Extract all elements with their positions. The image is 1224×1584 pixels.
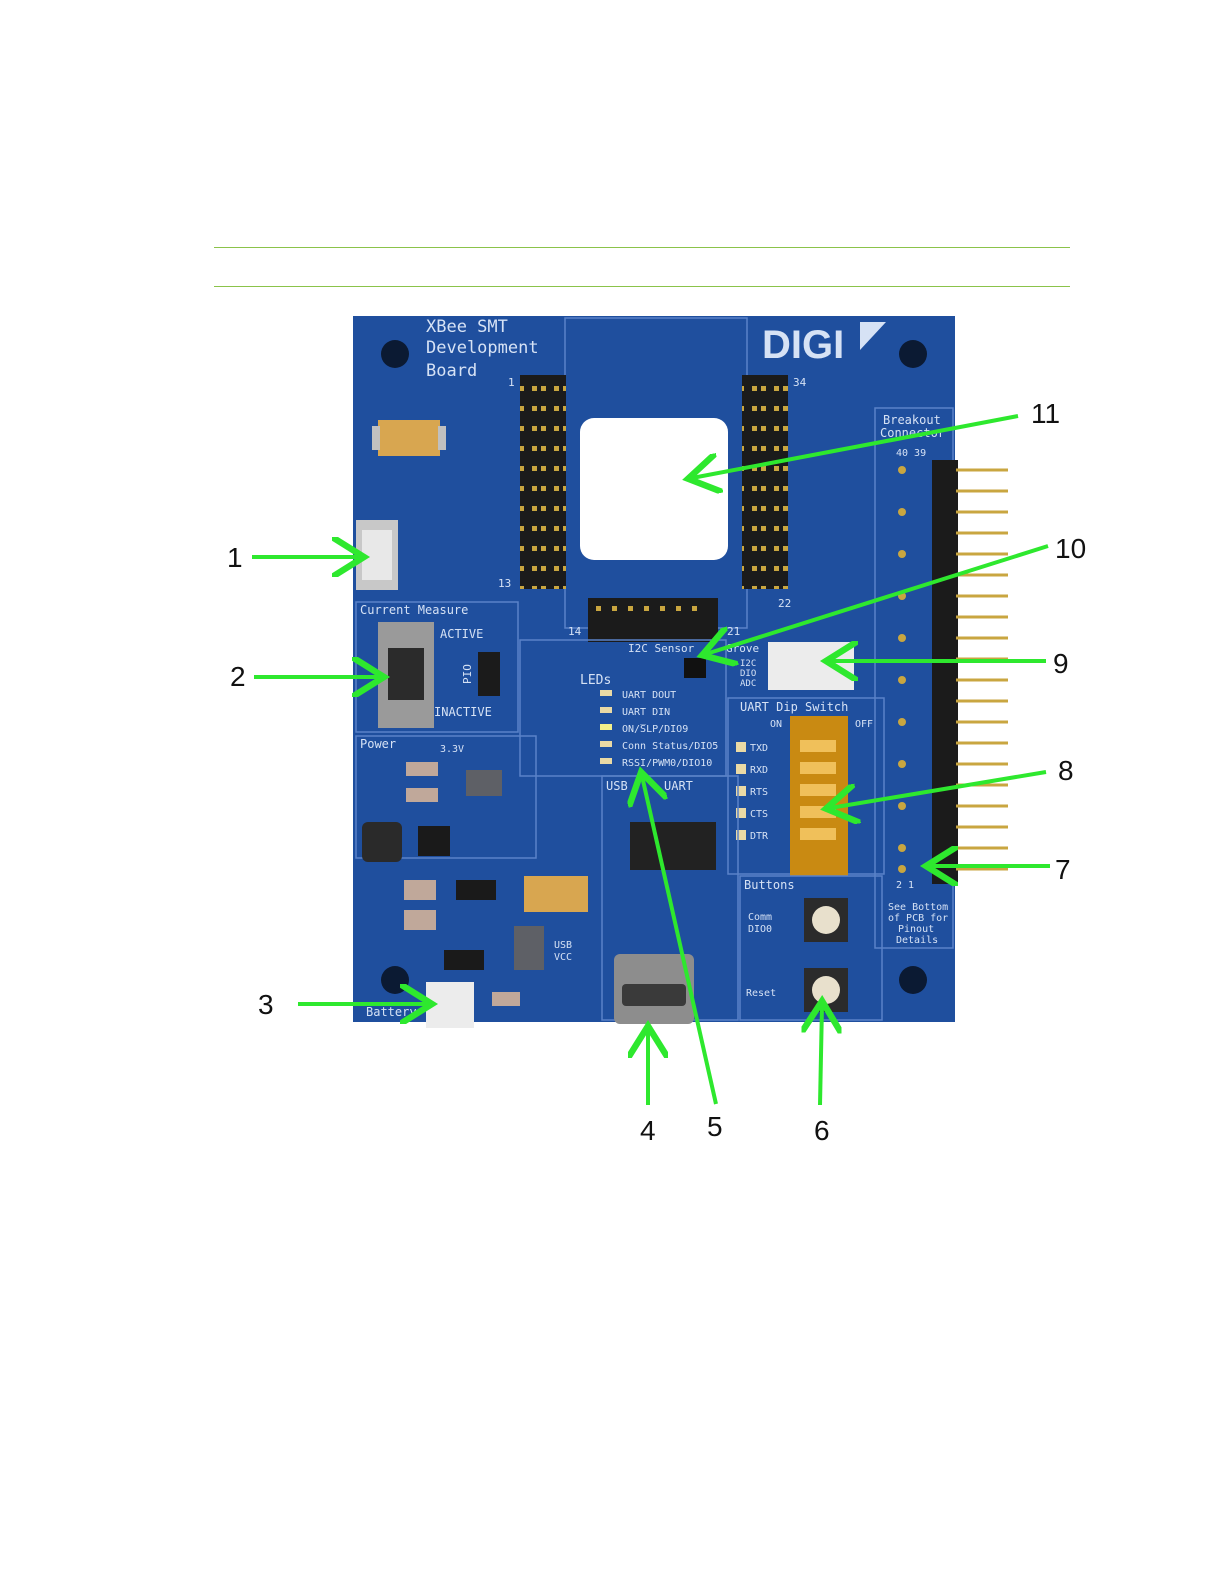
dip-cts: CTS bbox=[750, 809, 768, 820]
pio-label: PIO bbox=[461, 664, 474, 684]
inactive-label: INACTIVE bbox=[434, 705, 492, 719]
callout-8: 8 bbox=[1058, 755, 1074, 786]
uart-dip-label: UART Dip Switch bbox=[740, 700, 848, 714]
arrow-6 bbox=[820, 1005, 822, 1106]
left-header bbox=[520, 375, 566, 589]
see-bottom-2: of PCB for bbox=[888, 913, 948, 924]
grove-connector bbox=[768, 642, 854, 690]
i2c-sensor-chip bbox=[684, 658, 706, 678]
callout-7: 7 bbox=[1055, 854, 1071, 885]
pin-22-label: 22 bbox=[778, 597, 791, 610]
pio-jumper bbox=[478, 652, 500, 696]
led-uart-dout: UART DOUT bbox=[622, 690, 676, 701]
mount-hole bbox=[899, 966, 927, 994]
battery-connector bbox=[426, 982, 474, 1028]
power-label: Power bbox=[360, 737, 396, 751]
comm-label-2: DIO0 bbox=[748, 924, 772, 935]
usb-label: USB bbox=[606, 779, 628, 793]
buttons-label: Buttons bbox=[744, 878, 795, 892]
usb-vcc-2: VCC bbox=[554, 952, 572, 963]
dip-rxd: RXD bbox=[750, 765, 768, 776]
dip-off-label: OFF bbox=[855, 719, 873, 730]
pin-13-label: 13 bbox=[498, 577, 511, 590]
digi-logo-mark bbox=[860, 322, 886, 350]
pin-21-label: 21 bbox=[727, 625, 740, 638]
mount-hole bbox=[899, 340, 927, 368]
grove-dio: DIO bbox=[740, 669, 756, 679]
v33-label: 3.3V bbox=[440, 744, 464, 755]
active-label: ACTIVE bbox=[440, 627, 483, 641]
pin-34-label: 34 bbox=[793, 376, 807, 389]
led-rssi: RSSI/PWM0/DIO10 bbox=[622, 758, 712, 769]
callout-1: 1 bbox=[227, 542, 243, 573]
dip-on-label: ON bbox=[770, 719, 782, 730]
top-rule bbox=[214, 247, 1070, 248]
see-bottom-3: Pinout bbox=[898, 924, 934, 935]
bottom-header bbox=[588, 598, 718, 642]
breakout-pins-bottom: 2 1 bbox=[896, 880, 914, 891]
dip-rts: RTS bbox=[750, 787, 768, 798]
callout-11: 11 bbox=[1031, 398, 1061, 429]
see-bottom-4: Details bbox=[896, 935, 938, 946]
dip-txd: TXD bbox=[750, 743, 768, 754]
pin-1-label: 1 bbox=[508, 376, 515, 389]
led-list bbox=[600, 690, 612, 764]
callout-4: 4 bbox=[640, 1115, 656, 1146]
callout-2: 2 bbox=[230, 661, 246, 692]
grove-i2c: I2C bbox=[740, 659, 756, 669]
callout-9: 9 bbox=[1053, 648, 1069, 679]
battery-label: Battery bbox=[366, 1005, 417, 1019]
dip-dtr: DTR bbox=[750, 831, 769, 842]
reset-label: Reset bbox=[746, 988, 776, 999]
arrow-8 bbox=[830, 770, 1047, 808]
board-title-3: Board bbox=[426, 361, 477, 381]
arrow-10 bbox=[706, 544, 1049, 654]
board-title-1: XBee SMT bbox=[426, 317, 508, 337]
i2c-sensor-label: I2C Sensor bbox=[628, 642, 695, 655]
breakout-label-2: Connector bbox=[880, 426, 945, 440]
callout-5: 5 bbox=[707, 1111, 723, 1142]
board-title-2: Development bbox=[426, 338, 539, 358]
usb-uart-chip bbox=[630, 822, 716, 870]
callout-3: 3 bbox=[258, 989, 274, 1020]
mount-hole bbox=[381, 340, 409, 368]
bottom-rule bbox=[214, 286, 1070, 287]
breakout-label-1: Breakout bbox=[883, 413, 941, 427]
current-measure-label: Current Measure bbox=[360, 603, 468, 617]
uart-label: UART bbox=[664, 779, 693, 793]
xbee-socket-window bbox=[580, 418, 728, 560]
leds-label: LEDs bbox=[580, 673, 611, 688]
led-on-sleep: ON/̅SLP/DIO9 bbox=[622, 724, 688, 735]
breakout-pins-top: 40 39 bbox=[896, 448, 926, 459]
mount-hole bbox=[381, 966, 409, 994]
usb-vcc-1: USB bbox=[554, 940, 572, 951]
pin-14-label: 14 bbox=[568, 625, 582, 638]
arrow-11 bbox=[692, 414, 1019, 478]
breakout-header bbox=[932, 460, 958, 884]
right-header bbox=[742, 375, 788, 589]
led-uart-din: UART DIN bbox=[622, 707, 670, 718]
see-bottom-1: See Bottom bbox=[888, 902, 948, 913]
arrow-5 bbox=[642, 776, 718, 1105]
callout-6: 6 bbox=[814, 1115, 830, 1146]
callout-arrows bbox=[252, 414, 1050, 1106]
breakout-pins bbox=[956, 468, 1008, 871]
callout-10: 10 bbox=[1055, 533, 1087, 564]
grove-adc: ADC bbox=[740, 679, 756, 689]
digi-logo: DIGI bbox=[762, 323, 844, 367]
led-conn-status: Conn Status/DIO5 bbox=[622, 741, 718, 752]
tantalum-capacitor bbox=[378, 420, 440, 456]
comm-label-1: Comm bbox=[748, 912, 772, 923]
